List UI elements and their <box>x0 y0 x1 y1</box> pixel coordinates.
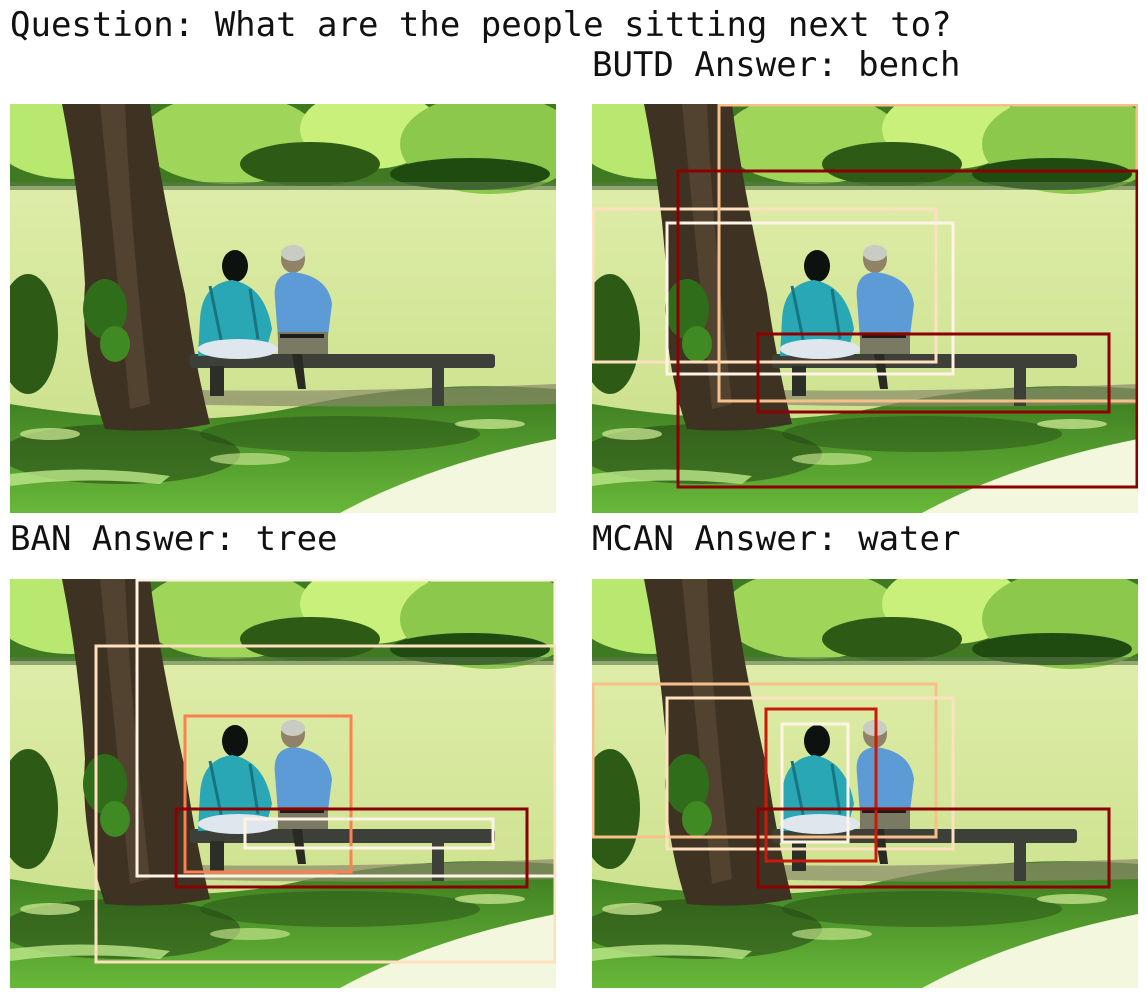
butd-answer-caption: BUTD Answer: bench <box>592 45 961 85</box>
attention-box <box>183 714 353 874</box>
question-caption: Question: What are the people sitting ne… <box>10 5 952 45</box>
ban-answer-caption: BAN Answer: tree <box>10 519 338 559</box>
attention-box <box>665 696 955 851</box>
mcan-attention-image <box>592 579 1138 988</box>
attention-box <box>676 169 1138 489</box>
original-image <box>10 104 556 513</box>
attention-box <box>174 807 529 889</box>
scene-image <box>10 104 556 513</box>
attention-box <box>94 644 556 964</box>
attention-box <box>756 332 1111 414</box>
attention-box <box>780 722 850 844</box>
butd-attention-image <box>592 104 1138 513</box>
mcan-answer-caption: MCAN Answer: water <box>592 519 961 559</box>
attention-box <box>756 807 1111 889</box>
ban-attention-image <box>10 579 556 988</box>
attention-box <box>665 221 955 376</box>
attention-box <box>592 207 938 364</box>
attention-box <box>764 707 878 863</box>
attention-box <box>243 817 495 850</box>
